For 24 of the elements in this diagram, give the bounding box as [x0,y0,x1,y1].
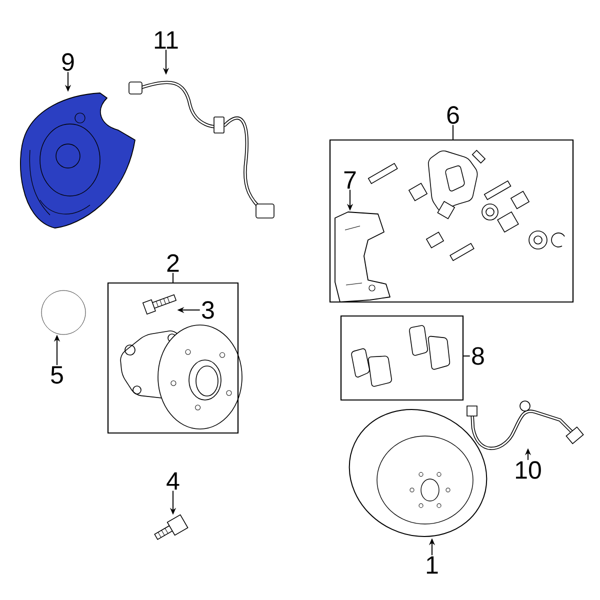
callout-number: 6 [447,106,459,124]
group-box [329,139,574,303]
callout-number: 7 [344,171,356,189]
callout-number: 5 [51,366,63,384]
callout-number: 1 [426,556,438,574]
callout-number: 4 [166,472,180,490]
brake-disc-drawing [348,409,488,537]
brake-hose-drawing [466,400,584,450]
group-box [107,282,239,434]
brake-shield-drawing [20,92,136,228]
group-box [340,315,464,401]
bolt-drawing [142,294,177,315]
callout-number: 10 [516,461,541,479]
leader-line [452,124,454,140]
callout-number: 2 [167,254,179,272]
callout-number: 3 [202,301,214,319]
sensor-wire-drawing [128,80,274,218]
callout-number: 9 [62,53,74,71]
o-ring [41,290,86,335]
bolt-drawing [154,514,188,540]
callout-number: 11 [154,31,178,49]
leader-line [172,272,174,283]
caliper-bracket-drawing [334,212,390,302]
callout-number: 8 [472,347,484,365]
